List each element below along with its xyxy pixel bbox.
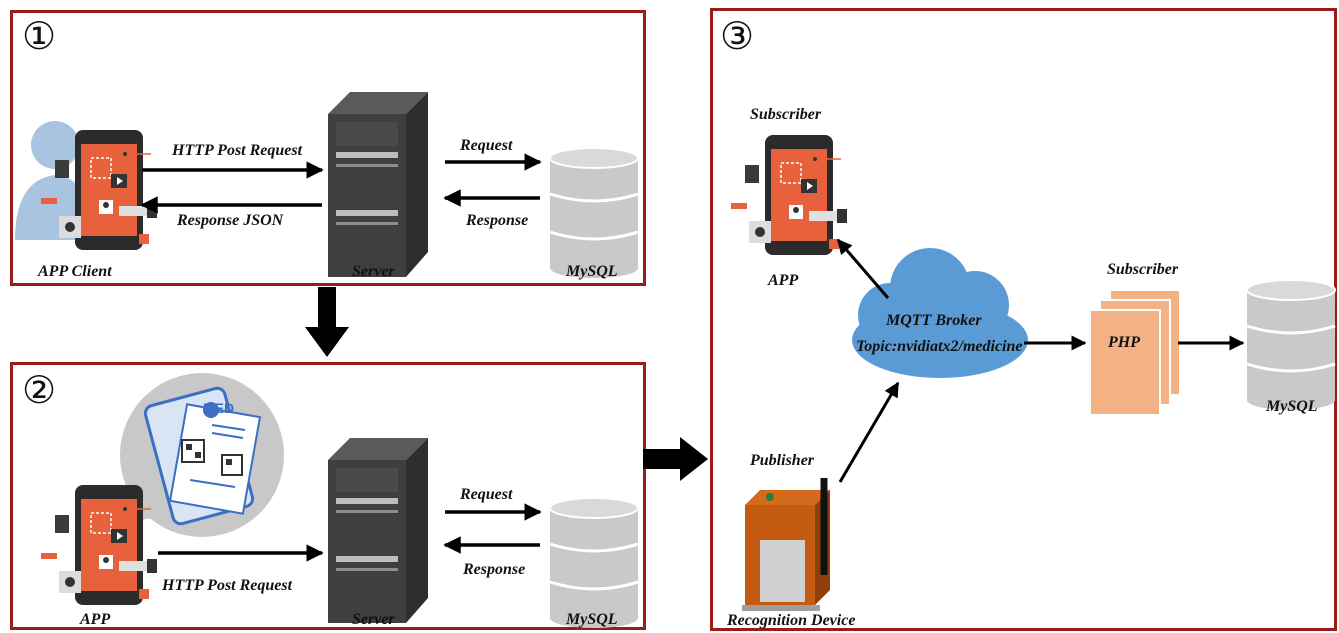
database-icon-3 [1245, 278, 1337, 412]
label-recognition-device: Recognition Device [727, 612, 856, 629]
label-server: Server [352, 263, 395, 280]
server-icon-2 [328, 438, 428, 623]
label-request: Request [460, 137, 513, 154]
label-http-post-2: HTTP Post Request [162, 577, 293, 594]
panel-2-number: ② [22, 370, 57, 412]
label-mysql-2: MySQL [566, 611, 618, 628]
panel-1-number: ① [22, 16, 57, 58]
down-arrow-icon [305, 287, 349, 357]
label-broker: MQTT Broker [886, 312, 982, 329]
label-subscriber-php: Subscriber [1107, 261, 1179, 278]
arrow-device-to-broker [838, 381, 900, 483]
label-response: Response [466, 212, 529, 229]
subscriber-phone-icon [730, 134, 848, 256]
right-arrow-icon [643, 437, 708, 481]
label-app-3: APP [768, 272, 799, 289]
php-pages-icon [1089, 289, 1181, 416]
label-publisher: Publisher [750, 452, 815, 469]
database-icon-2 [548, 496, 640, 630]
label-response-2: Response [463, 561, 526, 578]
label-subscriber-app: Subscriber [750, 106, 822, 123]
cloud-icon [852, 248, 1028, 378]
label-http-post: HTTP Post Request [172, 142, 303, 159]
label-med: MED [203, 400, 235, 416]
arrow-broker-to-app [836, 238, 890, 299]
label-response-json: Response JSON [177, 212, 284, 229]
label-request-2: Request [460, 486, 513, 503]
label-app: APP [80, 611, 111, 628]
phone-icon-2 [40, 484, 158, 606]
panel-3-number: ③ [720, 16, 755, 58]
label-topic: Topic:nvidiatx2/medicine [856, 338, 1023, 355]
qr-bubble-icon [120, 373, 284, 537]
recognition-device-icon [742, 478, 830, 611]
label-app-client: APP Client [38, 263, 112, 280]
label-server-2: Server [352, 611, 395, 628]
label-mysql: MySQL [566, 263, 618, 280]
database-icon [548, 146, 640, 280]
server-icon [328, 92, 428, 277]
label-mysql-3: MySQL [1266, 398, 1318, 415]
label-php: PHP [1108, 334, 1140, 351]
